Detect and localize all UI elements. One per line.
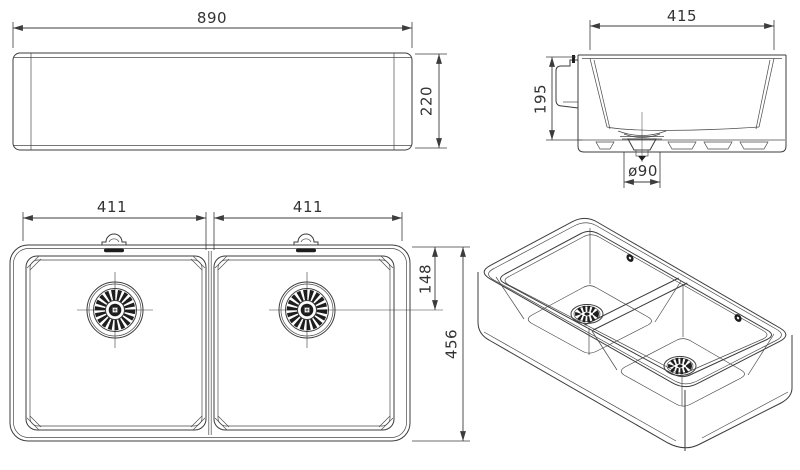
dimension-220: 220	[415, 53, 447, 149]
foot-cutout	[595, 141, 615, 150]
corner-facet	[26, 415, 42, 431]
dim-label-411-left: 411	[97, 198, 127, 216]
dome-outline	[101, 233, 127, 245]
dimension-456: 456	[412, 246, 470, 442]
drain-recess-arc	[617, 130, 667, 136]
dim-label-195: 195	[532, 84, 550, 114]
plan-left-bowl	[25, 255, 207, 431]
strainer-waste	[87, 282, 143, 338]
drain-body	[627, 138, 657, 151]
side-bowl-bottom	[606, 126, 760, 131]
plan-right-overflow-dome	[293, 233, 319, 253]
dim-label-411-right: 411	[293, 198, 323, 216]
plan-center-divider	[208, 251, 212, 435]
front-body-outline	[12, 52, 413, 151]
side-body-outline	[577, 54, 787, 153]
strainer-waste	[279, 282, 335, 338]
strainer-waste	[571, 305, 603, 324]
plan-left-overflow-dome	[101, 233, 127, 253]
bowl-corner-edge	[591, 330, 618, 371]
iso-rim-inner-edge	[500, 230, 772, 378]
plan-outer-rim	[9, 244, 411, 442]
plan-outer-edge-inner	[13, 248, 407, 438]
drain-nub	[638, 156, 646, 161]
foot-cutout	[667, 141, 697, 150]
dimension-drain-90: ø90	[623, 152, 661, 188]
side-drain-assembly	[617, 112, 667, 162]
bowl-bottom	[620, 338, 745, 407]
bowl-corner-edge	[654, 280, 682, 323]
corner-facet	[214, 255, 230, 271]
isometric-view	[477, 217, 793, 451]
front-elevation-view: 890 220	[12, 9, 447, 151]
dome-inner-arc	[300, 238, 312, 243]
bowl-corner-edge	[495, 276, 525, 320]
iso-divider	[584, 277, 688, 331]
dim-label-148: 148	[417, 264, 435, 294]
foot-cutout	[739, 141, 769, 150]
overflow-bracket-outline	[555, 59, 579, 109]
dim-label-456: 456	[443, 329, 461, 359]
overflow-hole-center	[736, 316, 740, 320]
plan-right-bowl	[213, 255, 395, 431]
plan-outer-edge	[9, 244, 411, 442]
iso-rim-outer	[483, 217, 787, 388]
iso-bottom-edge-highlight-left	[483, 331, 677, 442]
dimension-195: 195	[532, 56, 582, 141]
drain-recess-arc-2	[623, 133, 661, 138]
iso-rim-inner-edge-2	[504, 234, 768, 374]
dim-label-drain: ø90	[628, 162, 658, 180]
overflow-tick	[572, 55, 575, 63]
iso-rim-second	[488, 222, 782, 385]
plan-right-drain	[269, 272, 443, 348]
dim-label-890: 890	[197, 9, 227, 27]
dimension-411-right: 411	[213, 198, 403, 250]
corner-facet	[26, 255, 42, 271]
iso-left-bowl	[495, 228, 682, 355]
side-elevation-view: 415 195 ø90	[532, 7, 787, 188]
divider-edge	[584, 277, 679, 326]
dim-label-415: 415	[667, 7, 697, 25]
dome-inner-arc	[108, 238, 120, 243]
side-bowl-wall-right-2	[755, 59, 771, 130]
left-bowl-wall-inner	[29, 259, 203, 427]
front-outer-body	[12, 52, 413, 151]
bowl-bottom	[527, 285, 652, 354]
dim-label-220: 220	[418, 86, 436, 116]
dimension-890: 890	[12, 9, 413, 48]
corner-facet	[190, 415, 206, 431]
bowl-corner-edge	[747, 333, 775, 376]
dimension-411-left: 411	[22, 198, 207, 250]
side-outer-wall	[577, 55, 787, 153]
left-bowl-wall-outer	[25, 255, 207, 431]
dome-outline	[293, 233, 319, 245]
corner-facet	[378, 415, 394, 431]
divider-edge	[593, 282, 688, 331]
foot-cutout	[703, 141, 733, 150]
plan-view: 411 411 148 456	[9, 198, 470, 442]
overflow-hole-center	[628, 256, 632, 260]
plan-left-drain	[77, 272, 153, 348]
right-bowl-wall-inner	[217, 259, 391, 427]
side-bowl-wall-right	[758, 58, 775, 128]
overflow-slot	[296, 248, 316, 253]
right-bowl-wall-outer	[213, 255, 395, 431]
corner-facet	[378, 255, 394, 271]
iso-bottom-edge-highlight-right	[701, 391, 789, 439]
dimension-415: 415	[589, 7, 775, 50]
corner-facet	[214, 415, 230, 431]
side-overflow-bracket	[555, 55, 579, 109]
overflow-slot	[104, 248, 124, 253]
side-base-feet	[595, 141, 769, 150]
dimension-148: 148	[412, 246, 470, 310]
side-bowl-wall-left	[589, 58, 608, 128]
side-bowl-wall-left-2	[593, 59, 611, 130]
corner-facet	[190, 255, 206, 271]
iso-right-bowl	[591, 284, 775, 407]
